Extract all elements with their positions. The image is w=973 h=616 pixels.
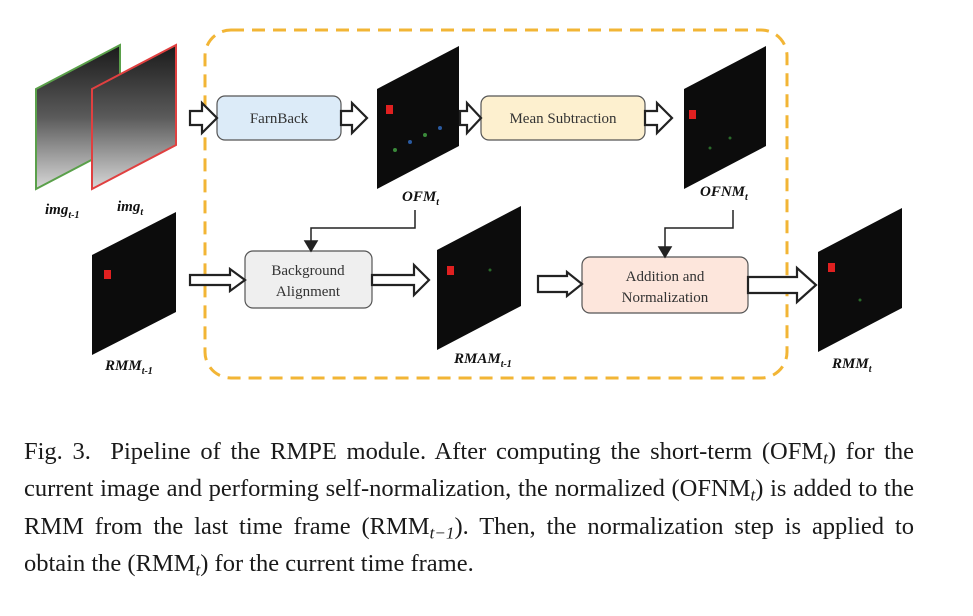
figure-label: Fig. 3. [24, 438, 91, 465]
mean-subtraction-label: Mean Subtraction [509, 111, 617, 127]
arrow-rmam-to-addnorm [536, 269, 584, 299]
label-rmam: RMAMt-1 [453, 351, 512, 370]
label-rmm-prev: RMMt-1 [104, 358, 153, 377]
connector-ofnm-to-addnorm [657, 210, 734, 259]
caption-text-2: ) for the current image and performing s… [24, 438, 914, 503]
arrow-align-to-rmam [370, 262, 431, 298]
label-img-prev: imgt-1 [45, 202, 79, 221]
label-rmm: RMMt [831, 356, 873, 375]
caption-text-1: Pipeline of the RMPE module. After compu… [110, 438, 824, 465]
arrow-ofm-to-mean [458, 100, 483, 136]
background-alignment-label-1: Background [271, 263, 345, 279]
connector-ofm-to-align [303, 210, 416, 253]
addition-normalization-label-2: Normalization [622, 290, 709, 306]
caption-sub-1: t [823, 448, 828, 468]
caption-sub-3: t−1 [429, 522, 455, 542]
background-alignment-label-2: Alignment [276, 284, 341, 300]
label-ofnm: OFNMt [700, 184, 749, 203]
arrow-img-to-farnback [188, 100, 219, 136]
arrow-rmm-to-align [188, 266, 247, 294]
caption-text-5: ) for the current time frame. [200, 549, 474, 577]
rmm-output-map [818, 208, 902, 352]
farnback-label: FarnBack [250, 111, 309, 127]
rmm-prev-map [92, 212, 176, 355]
caption-text-4: ). Then, the normalization step is appli… [24, 512, 914, 577]
caption-sub-2: t [750, 485, 756, 505]
background-alignment-box: Background Alignment [244, 250, 373, 309]
figure-caption: Fig. 3. Pipeline of the RMPE module. Aft… [24, 436, 914, 585]
ofm-map [377, 46, 459, 189]
caption-text-3: ) is added to the RMM from the last time… [24, 475, 914, 540]
rmpe-module-border [203, 28, 789, 380]
addition-normalization-box: Addition and Normalization [581, 256, 749, 314]
image-current-frame [91, 43, 177, 191]
ofnm-map [684, 46, 766, 189]
caption-sub-4: t [195, 560, 201, 580]
mean-subtraction-box: Mean Subtraction [480, 95, 646, 141]
label-img-curr: imgt [117, 199, 144, 218]
farnback-box: FarnBack [216, 95, 342, 141]
arrow-addnorm-to-rmm [746, 265, 818, 305]
rmam-map [437, 206, 521, 350]
arrow-mean-to-ofnm [643, 100, 674, 136]
arrow-farnback-to-ofm [339, 100, 369, 136]
addition-normalization-label-1: Addition and [626, 269, 705, 285]
label-ofm: OFMt [402, 189, 440, 208]
